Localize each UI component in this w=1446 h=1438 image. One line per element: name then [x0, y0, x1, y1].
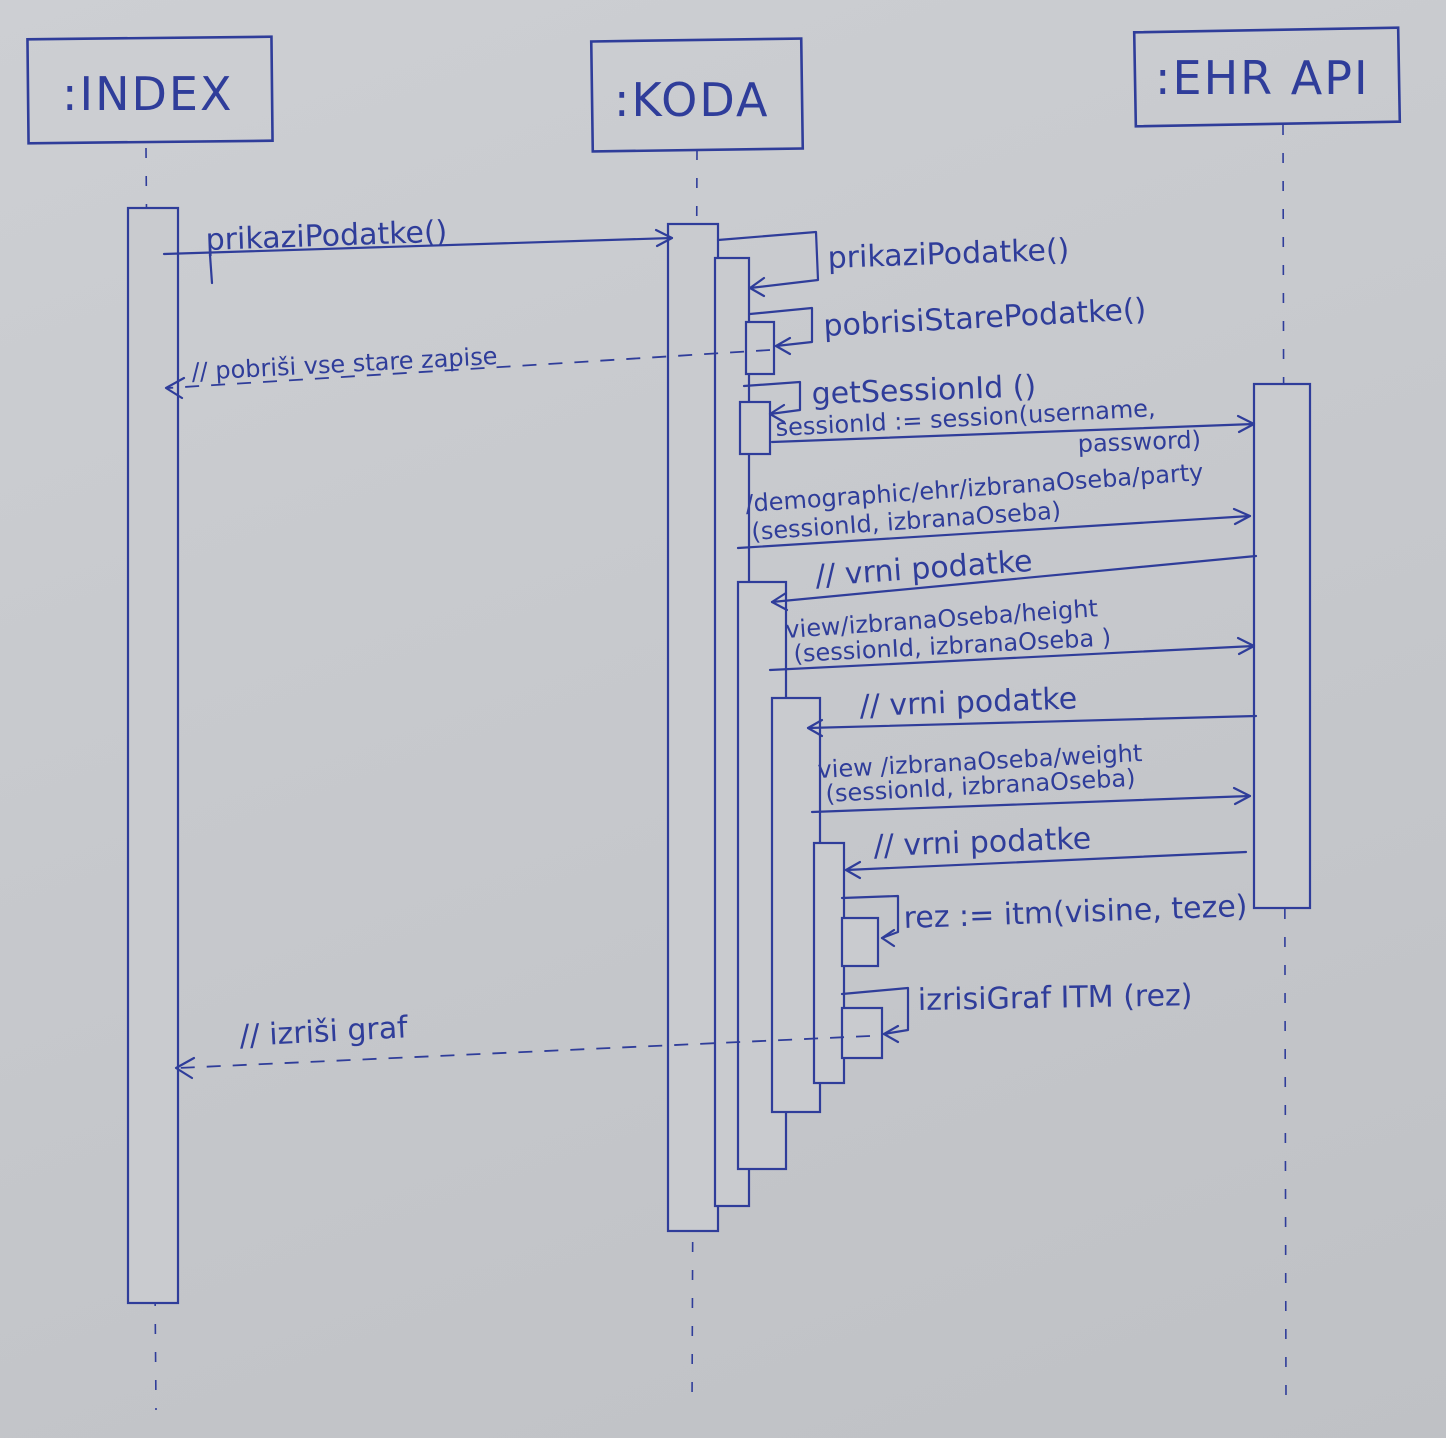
activation-koda-5 [812, 841, 846, 1085]
message-weight: view /izbranaOseba/weight (sessionId, iz… [810, 739, 1252, 814]
self-call-pobrisi-label: pobrisiStarePodatke() [823, 292, 1148, 344]
self-call-izrisi-graf: izrisiGraf ITM (rez) [840, 978, 1193, 1044]
self-call-itm-label: rez := itm(visine, teze) [903, 889, 1248, 936]
message-prikazi-podatke-label: prikaziPodatke() [205, 215, 448, 258]
self-call-prikazi-podatke: prikaziPodatke() [716, 230, 1070, 298]
activation-index [126, 206, 180, 1305]
participant-koda: :KODA [589, 37, 805, 153]
self-call-pobrisi: pobrisiStarePodatke() [748, 292, 1148, 356]
activation-self-session [738, 400, 772, 456]
participant-koda-label: :KODA [614, 73, 769, 127]
self-call-prikazi-podatke-label: prikaziPodatke() [827, 233, 1070, 276]
participant-index: :INDEX [26, 35, 274, 145]
return-vrni-podatke-3: // vrni podatke [844, 821, 1248, 880]
activation-self-pobrisi [744, 320, 776, 376]
message-height: view/izbranaOseba/height (sessionId, izb… [768, 594, 1256, 672]
activation-koda-4 [770, 696, 822, 1114]
return-pobrisi-zapise-label: // pobriši vse stare zapise [191, 342, 498, 386]
activation-self-itm [840, 916, 880, 968]
participant-index-label: :INDEX [62, 67, 233, 121]
self-call-izrisi-graf-label: izrisiGraf ITM (rez) [918, 978, 1193, 1018]
activation-ehr [1252, 382, 1312, 910]
return-vrni-podatke-2-label: // vrni podatke [859, 681, 1078, 724]
message-prikazi-podatke: prikaziPodatke() [162, 215, 674, 285]
return-vrni-podatke-2: // vrni podatke [806, 681, 1258, 738]
self-call-get-session: getSessionId () [742, 369, 1037, 424]
self-call-get-session-label: getSessionId () [811, 369, 1037, 412]
message-demographic: /demographic/ehr/izbranaOseba/party (ses… [736, 458, 1252, 550]
koda-activation-stack [666, 222, 846, 1233]
participant-ehr-api-label: :EHR API [1155, 51, 1370, 105]
self-call-itm: rez := itm(visine, teze) [840, 889, 1248, 948]
participant-ehr-api: :EHR API [1132, 26, 1402, 128]
return-izrisi-graf-label: // izriši graf [239, 1010, 410, 1054]
activation-koda-1 [666, 222, 720, 1233]
return-vrni-podatke-3-label: // vrni podatke [873, 821, 1092, 864]
return-vrni-podatke-1-label: // vrni podatke [814, 544, 1033, 594]
message-session-label-2: password) [1077, 426, 1201, 458]
activation-self-graf [840, 1006, 884, 1060]
